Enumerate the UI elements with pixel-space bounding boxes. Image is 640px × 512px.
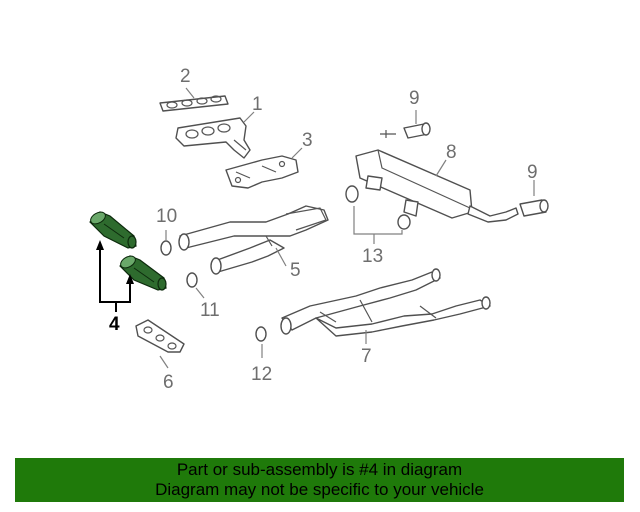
part-11-gasket-ring <box>186 272 198 288</box>
callout-10: 10 <box>156 206 177 227</box>
part-9-tail-pipe-tip-right <box>519 199 549 217</box>
part-3-heat-shield <box>225 155 299 189</box>
part-4-bracket-leader <box>96 240 134 312</box>
part-12-gasket-ring <box>255 326 267 342</box>
callout-3: 3 <box>302 130 313 151</box>
callout-2: 2 <box>180 66 191 87</box>
callout-12: 12 <box>251 364 272 385</box>
callout-11: 11 <box>200 300 220 321</box>
part-7-intermediate-pipe <box>280 268 491 337</box>
part-8-muffler <box>355 149 519 223</box>
part-10-gasket-ring <box>160 240 172 256</box>
info-banner: Part or sub-assembly is #4 in diagram Di… <box>15 458 624 502</box>
part-13-gasket-ring-left <box>345 185 359 203</box>
leader-lines <box>159 87 535 369</box>
part-1-exhaust-manifold <box>175 117 251 159</box>
callout-9-upper: 9 <box>409 88 420 109</box>
callout-5: 5 <box>290 260 301 281</box>
part-4-catalytic-converter-lower <box>119 255 167 291</box>
part-4-catalytic-converter-upper <box>89 211 137 249</box>
callout-8: 8 <box>446 142 457 163</box>
part-5-front-pipe <box>178 205 329 275</box>
callout-1: 1 <box>252 94 263 115</box>
part-9-tail-pipe-tip-upper <box>380 122 431 139</box>
callout-9-right: 9 <box>527 162 538 183</box>
banner-line-2: Diagram may not be specific to your vehi… <box>155 480 484 499</box>
part-13-gasket-ring-right <box>397 214 411 230</box>
callout-7: 7 <box>361 346 372 367</box>
part-2-gasket <box>159 95 229 112</box>
callout-13: 13 <box>362 246 383 267</box>
banner-line-1: Part or sub-assembly is #4 in diagram <box>176 460 463 479</box>
callout-6: 6 <box>163 372 174 393</box>
callout-4: 4 <box>109 314 120 335</box>
part-6-gasket <box>135 319 185 353</box>
